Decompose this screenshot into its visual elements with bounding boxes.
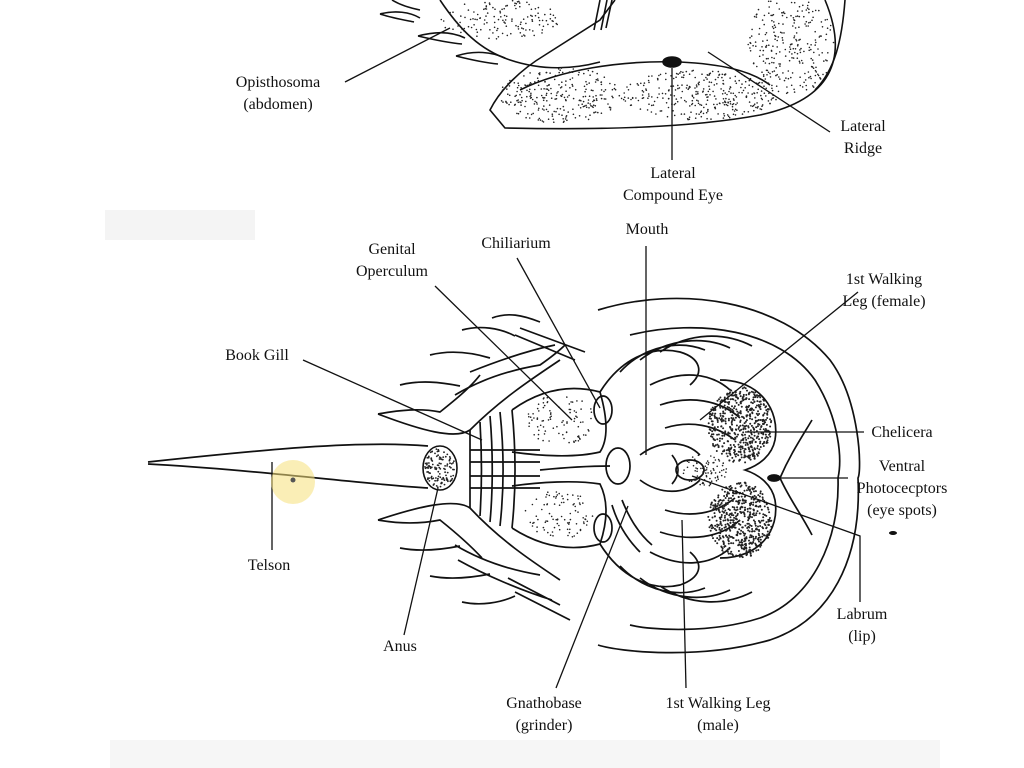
cursor-dot xyxy=(290,477,296,483)
chilarium-lower xyxy=(593,513,613,543)
midline xyxy=(539,465,611,471)
labrum-leader xyxy=(691,475,861,602)
gnathobase-leader xyxy=(555,505,629,689)
ventral-stipple xyxy=(424,386,773,559)
abdomen-spines-lower xyxy=(377,519,516,605)
label-ventral-photoreceptors: Ventral Photocecptors (eye spots) xyxy=(856,458,948,519)
abdomen-movable-spines-top xyxy=(454,327,586,396)
label-lateral-compound-eye: Lateral Compound Eye xyxy=(623,165,723,204)
label-opisthosoma: Opisthosoma (abdomen) xyxy=(235,74,321,113)
dorsal-carapace-right xyxy=(814,0,846,91)
scan-patch xyxy=(105,210,255,240)
label-book-gill: Book Gill xyxy=(225,347,289,364)
labrum-shape xyxy=(675,459,705,481)
dorsal-stipple xyxy=(440,0,835,123)
lateral-ridge-leader xyxy=(707,51,831,133)
label-genital-operculum: Genital Operculum xyxy=(356,241,428,280)
lateral-compound-eye-mark xyxy=(662,56,682,68)
label-anus: Anus xyxy=(383,638,417,655)
abdomen-movable-spines-bottom xyxy=(454,544,571,621)
anus-leader xyxy=(403,487,439,636)
chelicera-shapes xyxy=(639,443,701,492)
dorsal-abdomen-edge xyxy=(439,0,601,69)
ventral-carapace-outer xyxy=(597,297,861,654)
book-gill-plates xyxy=(469,409,516,529)
label-chiliarium: Chiliarium xyxy=(481,235,551,252)
label-telson: Telson xyxy=(247,557,291,574)
mouth-opening xyxy=(605,447,631,485)
abdomen-lower-plate xyxy=(511,480,607,549)
ventral-view xyxy=(147,297,897,654)
label-first-walking-leg-female: 1st Walking Leg (female) xyxy=(842,271,926,310)
scan-bottom-band xyxy=(110,740,940,768)
label-first-walking-leg-male: 1st Walking Leg (male) xyxy=(665,695,771,734)
book-gill-bars xyxy=(470,449,540,489)
label-lateral-ridge: Lateral Ridge xyxy=(840,118,886,157)
label-chelicera: Chelicera xyxy=(871,424,933,441)
abdomen-spines-upper xyxy=(377,313,541,415)
walking-legs-upper xyxy=(599,335,753,441)
chelicera-region-outline xyxy=(719,379,777,559)
anus-joint xyxy=(422,445,458,491)
dorsal-view xyxy=(379,0,846,130)
label-gnathobase: Gnathobase (grinder) xyxy=(506,695,582,734)
walking-legs-lower xyxy=(599,497,753,603)
dorsal-hinge xyxy=(593,0,613,31)
dorsal-inner-curve xyxy=(519,60,771,91)
dorsal-spines xyxy=(379,0,506,65)
first-walking-leg-female-leader xyxy=(699,291,859,421)
chiliarium-leader xyxy=(516,257,601,409)
opisthosoma-leader xyxy=(344,27,451,83)
dorsal-carapace-outline xyxy=(489,0,837,130)
book-gill-leader xyxy=(302,359,483,441)
label-labrum: Labrum (lip) xyxy=(836,606,888,645)
stray-mark xyxy=(889,531,897,535)
dorsal-leader-lines xyxy=(344,27,831,160)
label-mouth: Mouth xyxy=(625,221,669,238)
abdomen-outline xyxy=(377,359,561,581)
chilarium-upper xyxy=(593,395,613,425)
genital-operculum-plate xyxy=(511,387,607,457)
first-walking-leg-male-leader xyxy=(681,519,687,689)
genital-operculum-leader xyxy=(434,285,573,421)
gnathobase-teeth xyxy=(611,499,653,553)
